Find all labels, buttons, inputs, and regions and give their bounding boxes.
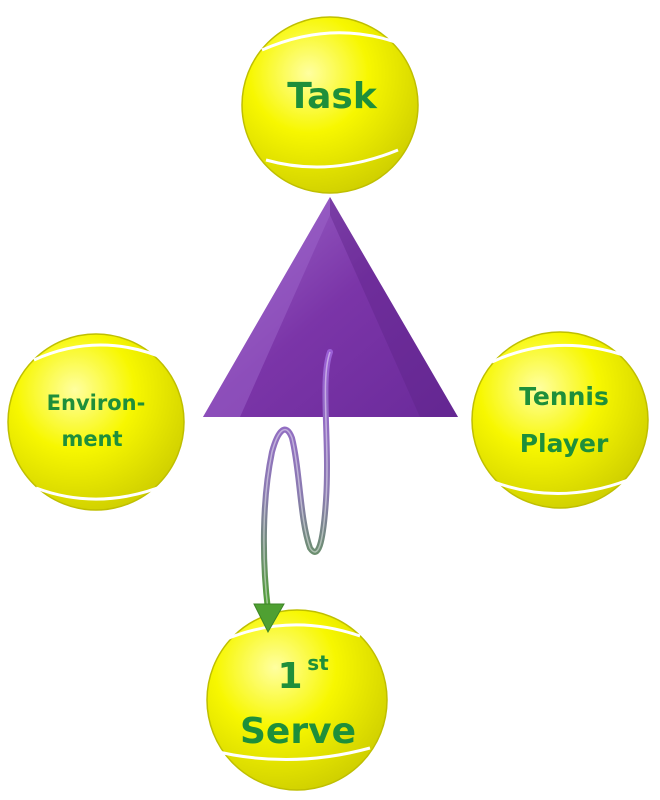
environment-ball-seam-top xyxy=(33,343,169,362)
task-label: Task xyxy=(287,76,378,117)
serve-arrow-shine xyxy=(263,351,331,611)
first-serve-ball-body xyxy=(206,609,388,791)
environment-label-line2: ment xyxy=(61,427,122,451)
tennis-player-ball-body xyxy=(471,331,649,509)
environment-ball: Environ- ment xyxy=(7,333,185,511)
task-ball-seam-top xyxy=(261,31,396,52)
task-ball-seam-bottom xyxy=(265,148,399,169)
first-serve-ball: 1 st Serve xyxy=(206,609,388,791)
tennis-player-ball-seam-bottom xyxy=(493,478,629,495)
task-ball: Task xyxy=(241,16,419,194)
first-serve-label-line2: Serve xyxy=(240,711,356,752)
environment-label-line1: Environ- xyxy=(47,391,146,415)
triangle-shape xyxy=(203,197,458,417)
first-serve-number: 1 xyxy=(277,656,302,697)
task-ball-body xyxy=(241,16,419,194)
first-serve-ball-seam-bottom xyxy=(209,746,371,762)
serve-arrow xyxy=(253,349,333,634)
serve-arrow-head xyxy=(253,603,285,634)
environment-ball-seam-bottom xyxy=(35,482,169,501)
first-serve-superscript: st xyxy=(307,651,329,675)
serve-arrow-path xyxy=(260,349,333,613)
central-triangle xyxy=(203,197,458,417)
tennis-player-label-line2: Player xyxy=(520,429,609,458)
first-serve-ball-seam-top xyxy=(223,623,361,642)
tennis-player-label-line1: Tennis xyxy=(519,382,609,411)
tennis-player-ball-seam-top xyxy=(491,343,627,364)
environment-ball-body xyxy=(7,333,185,511)
triangle-highlight xyxy=(203,197,330,417)
triangle-shade xyxy=(330,197,458,417)
tennis-player-ball: Tennis Player xyxy=(471,331,649,509)
